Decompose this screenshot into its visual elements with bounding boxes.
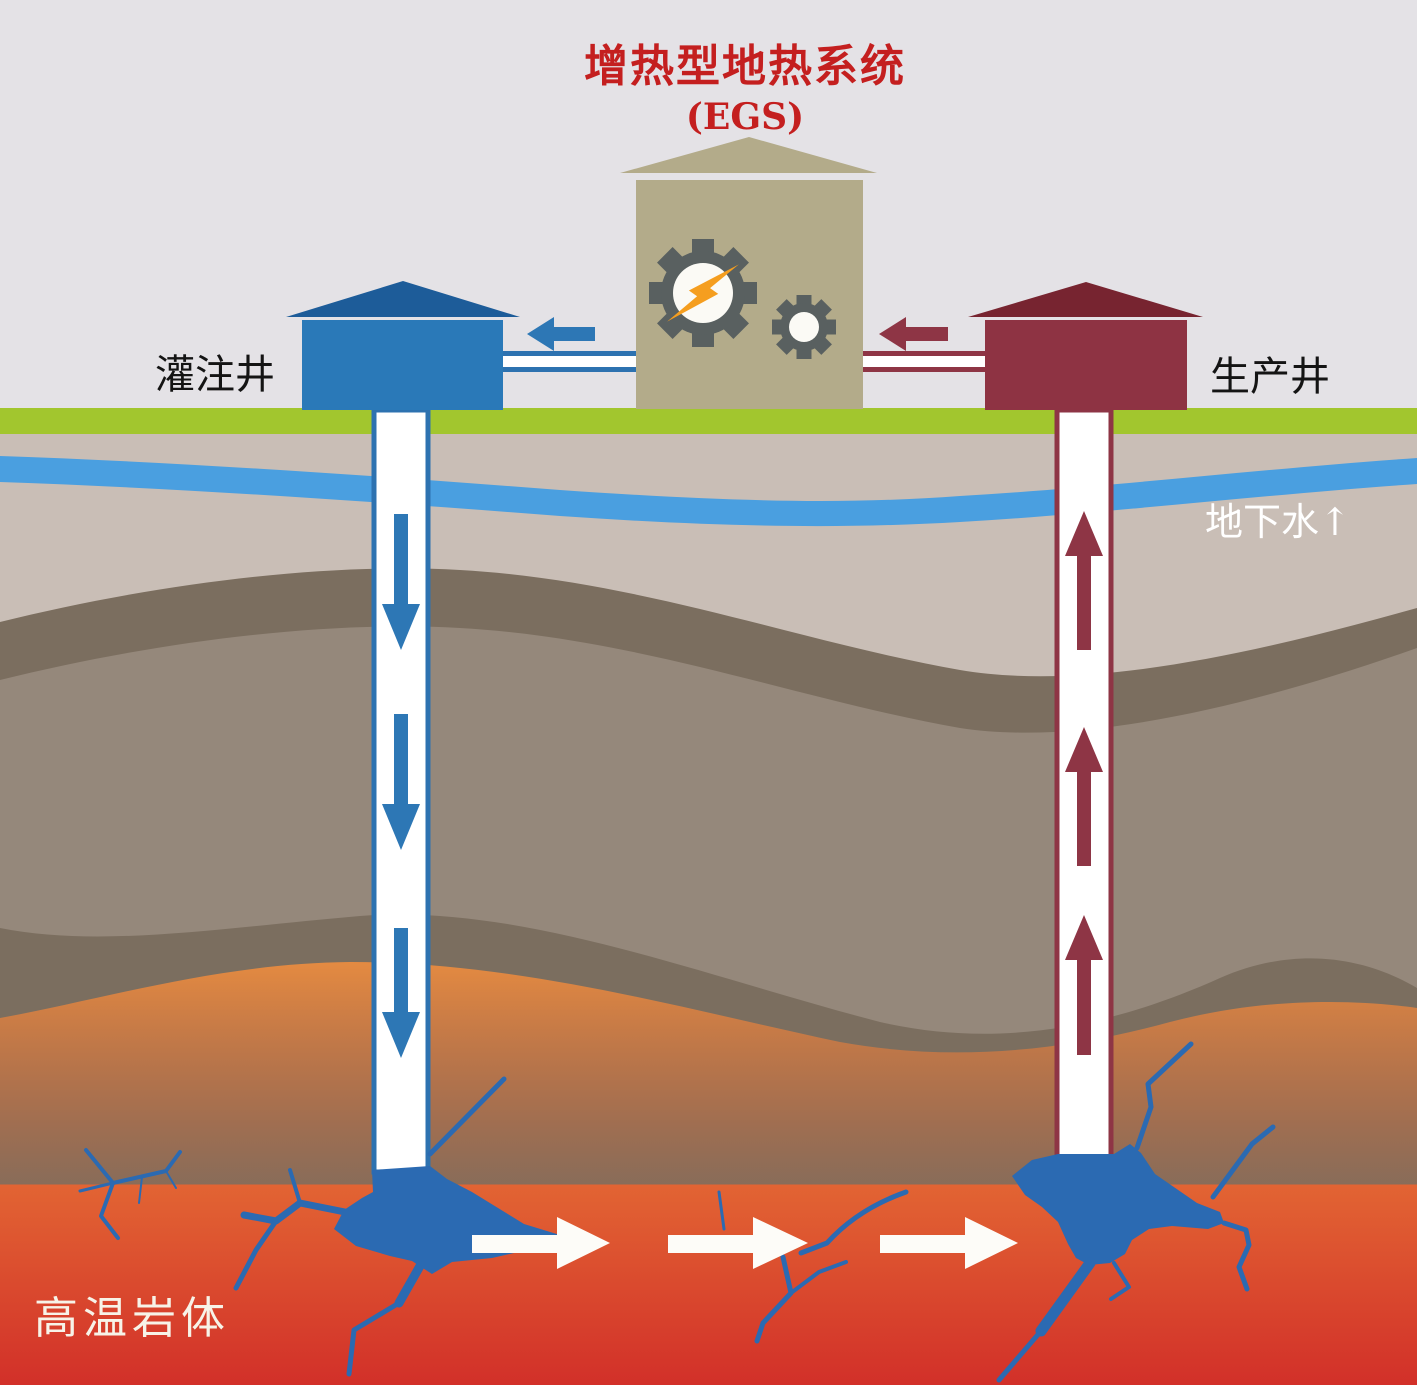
pipe-production: [862, 351, 986, 372]
small-gear-icon: [772, 295, 836, 359]
diagram-title-line2: (EGS): [685, 96, 805, 138]
production-well-shaft: [1054, 407, 1114, 1173]
flow-down-arrow-icon: [382, 514, 420, 1058]
injection-well-label: 灌注井: [155, 352, 275, 398]
diagram-title-line1: 增热型地热系统: [584, 41, 906, 92]
power-plant-building: [620, 137, 877, 409]
grass-layer: [0, 408, 1417, 434]
fracture-cluster-far-left: [78, 1148, 182, 1240]
gear-icon: [649, 239, 757, 347]
pipe-arrow-right-icon: [879, 317, 948, 351]
pipe-arrow-left-icon: [527, 317, 595, 351]
power-plant-roof: [620, 137, 877, 173]
pipe-injection: [503, 351, 636, 372]
production-building-roof: [968, 282, 1203, 317]
injection-building-roof: [286, 281, 520, 317]
diagram-title: 增热型地热系统 (EGS): [445, 30, 1045, 138]
groundwater-label: 地下水↑: [1205, 500, 1351, 544]
fracture-cluster-middle: [717, 1189, 909, 1344]
flow-right-arrow-icon: [472, 1217, 1018, 1269]
hot-rock-label: 高温岩体: [34, 1293, 230, 1344]
lightning-bolt-icon: [667, 264, 739, 322]
injection-building: [286, 281, 520, 410]
production-well-label: 生产井: [1210, 354, 1330, 400]
production-building: [968, 282, 1203, 410]
injection-well-shaft: [371, 407, 431, 1175]
fracture-zone-right: [996, 1041, 1276, 1383]
flow-up-arrow-icon: [1065, 511, 1103, 1055]
